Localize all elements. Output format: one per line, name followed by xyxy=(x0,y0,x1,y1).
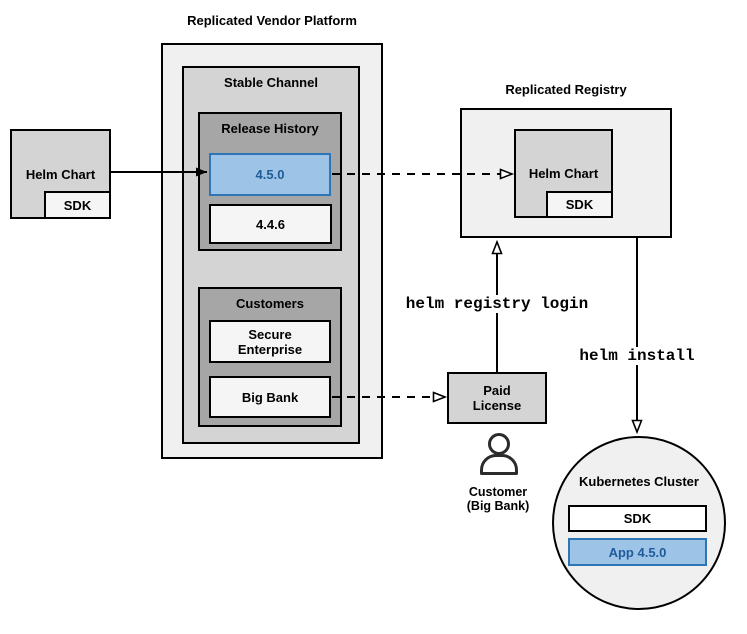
stable-channel-label: Stable Channel xyxy=(224,75,318,90)
registry-title: Replicated Registry xyxy=(505,82,627,97)
registry-helm-chart-label: Helm Chart xyxy=(528,166,599,181)
registry-sdk-box: SDK xyxy=(546,191,613,218)
customers-label: Customers xyxy=(236,296,304,311)
customer-big-bank-box: Big Bank xyxy=(209,376,331,418)
release-version-446-box: 4.4.6 xyxy=(209,204,332,244)
customer-secure-enterprise-box: Secure Enterprise xyxy=(209,320,331,363)
kubernetes-cluster-label: Kubernetes Cluster xyxy=(579,474,699,489)
release-version-450-box: 4.5.0 xyxy=(209,153,331,196)
person-icon xyxy=(480,433,518,475)
command-helm-registry-login: helm registry login xyxy=(402,295,592,313)
paid-license-box: Paid License xyxy=(447,372,547,424)
source-sdk-box: SDK xyxy=(44,191,111,219)
source-helm-chart-box: Helm Chart SDK xyxy=(10,129,111,219)
cluster-app-box: App 4.5.0 xyxy=(568,538,707,566)
registry-helm-chart-box: Helm Chart SDK xyxy=(514,129,613,218)
command-helm-install: helm install xyxy=(576,347,698,365)
customer-caption: Customer (Big Bank) xyxy=(466,485,530,513)
release-history-label: Release History xyxy=(221,121,319,136)
source-helm-chart-label: Helm Chart xyxy=(25,166,96,182)
cluster-sdk-box: SDK xyxy=(568,505,707,532)
vendor-platform-title: Replicated Vendor Platform xyxy=(187,13,357,28)
